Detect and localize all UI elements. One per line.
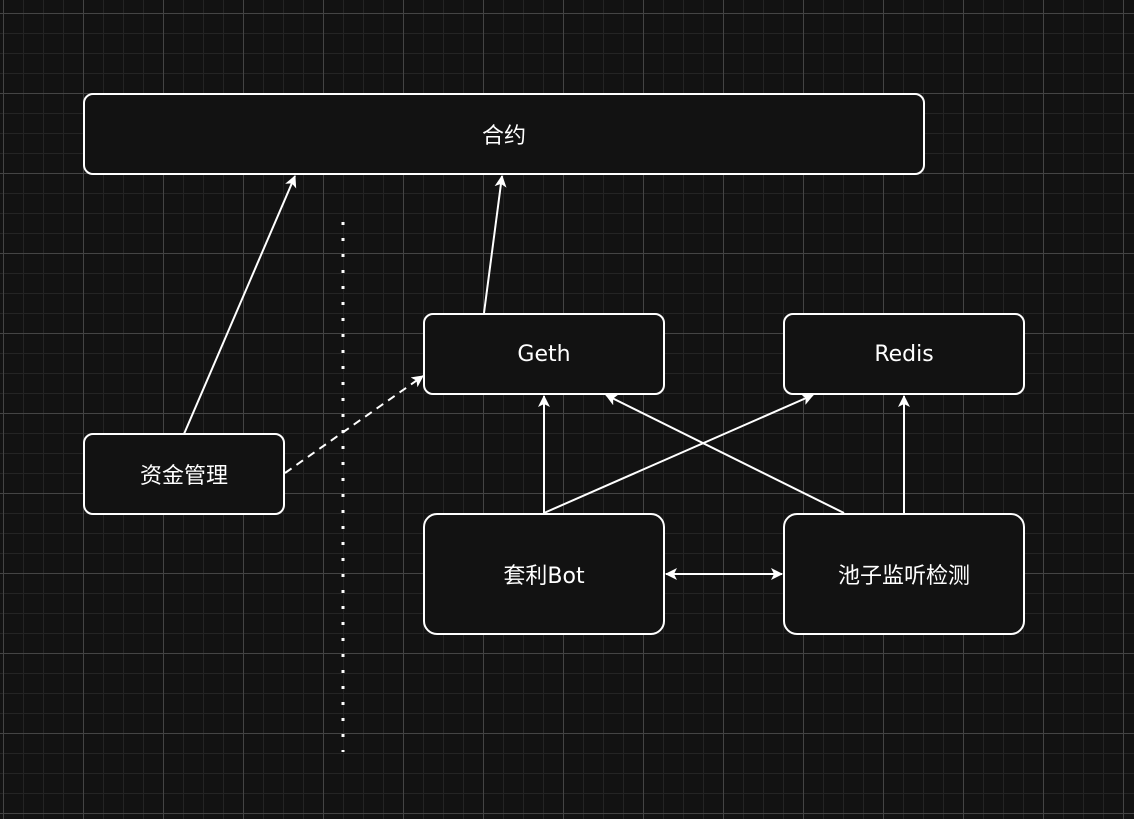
node-pool-monitor-label: 池子监听检测 — [837, 564, 970, 589]
node-contract[interactable]: 合约 — [83, 93, 925, 175]
node-fund-management-label: 资金管理 — [139, 464, 228, 489]
node-pool-monitor[interactable]: 池子监听检测 — [783, 513, 1025, 635]
node-arbitrage-bot-label: 套利Bot — [503, 564, 585, 589]
edge-bot-to-redis[interactable] — [543, 393, 814, 514]
node-geth-label: Geth — [517, 341, 571, 367]
edge-pool-to-geth[interactable] — [605, 394, 845, 514]
node-contract-label: 合约 — [481, 124, 526, 149]
edge-fund-to-contract[interactable] — [183, 175, 297, 435]
node-redis-label: Redis — [874, 341, 934, 367]
node-redis[interactable]: Redis — [783, 313, 1025, 395]
edge-geth-to-contract[interactable] — [483, 175, 507, 314]
node-arbitrage-bot[interactable]: 套利Bot — [423, 513, 665, 635]
edge-fund-to-geth-dashed[interactable] — [284, 375, 424, 474]
node-geth[interactable]: Geth — [423, 313, 665, 395]
node-fund-management[interactable]: 资金管理 — [83, 433, 285, 515]
